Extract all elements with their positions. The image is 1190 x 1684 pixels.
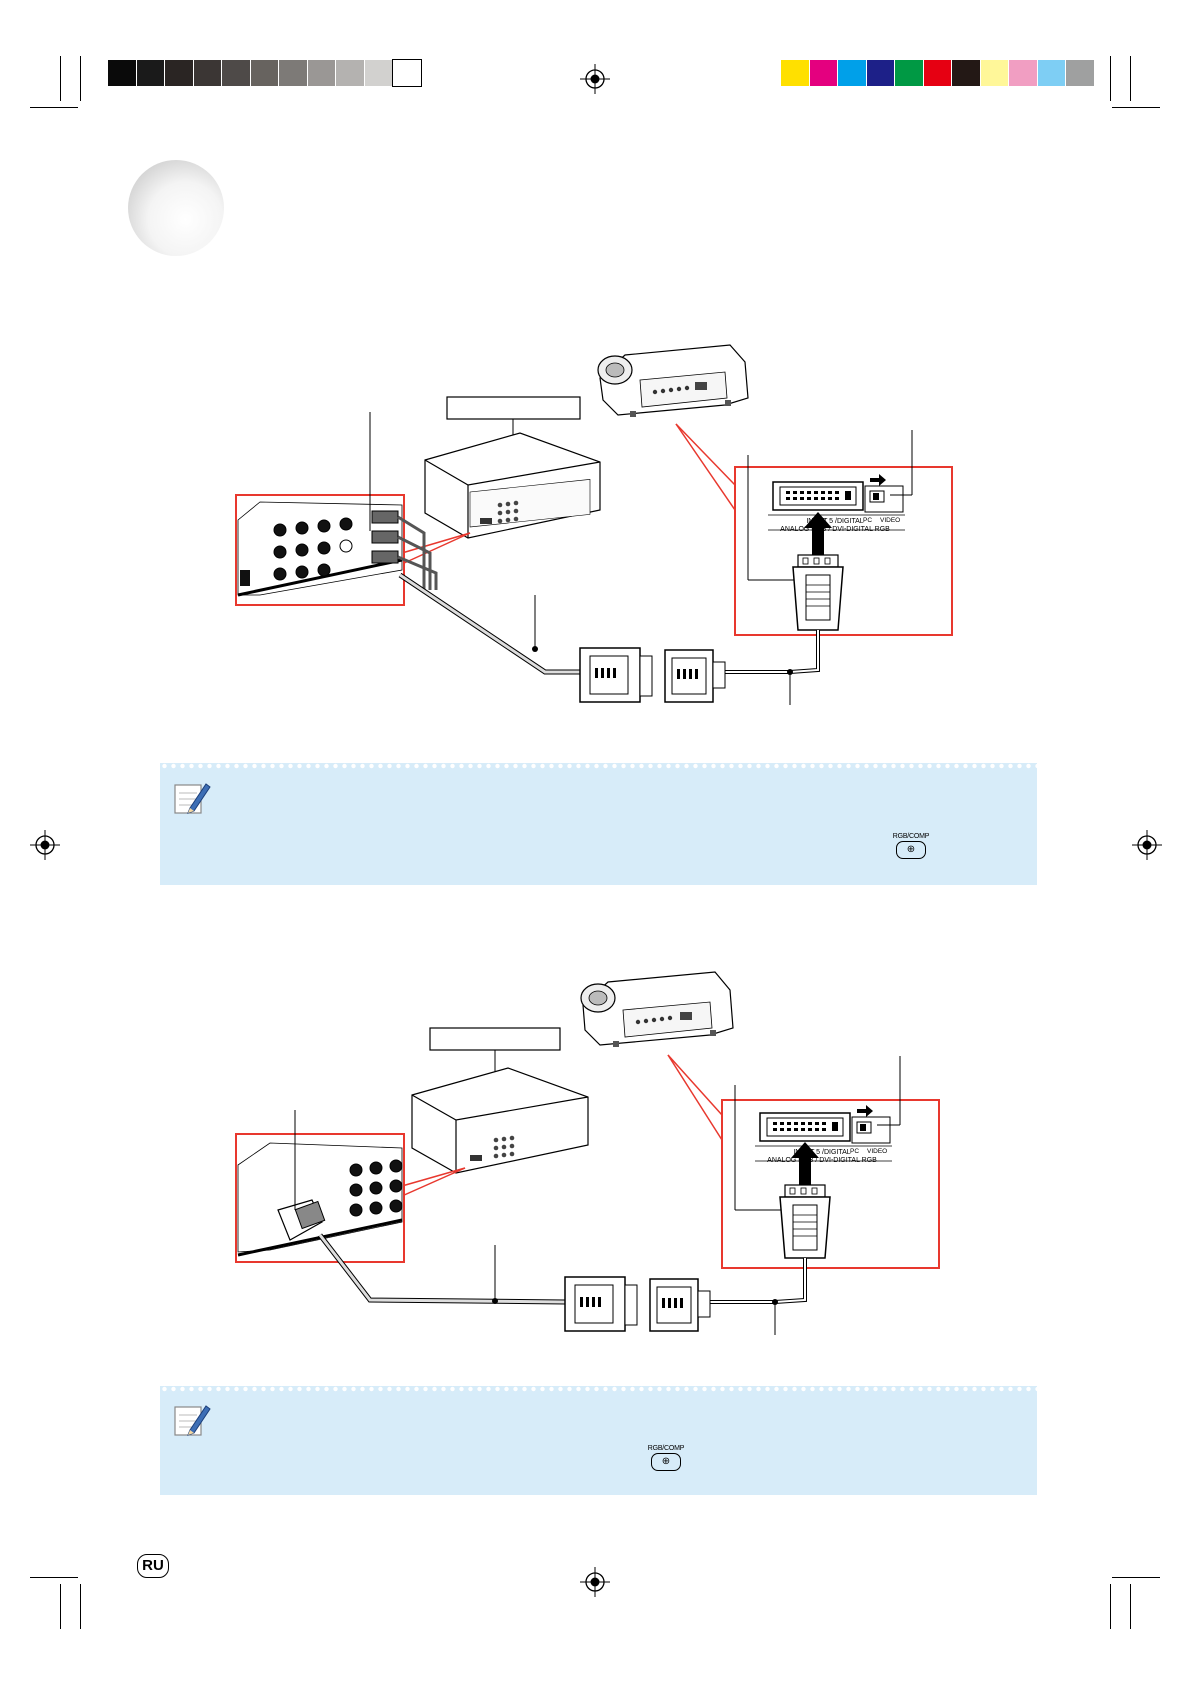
callout-line (675, 423, 736, 511)
computer-illustration-bottom (411, 1067, 589, 1174)
rgb-comp-label: RGB/COMP (647, 1445, 685, 1452)
calibration-swatch (923, 60, 951, 86)
projector-illustration-bottom (580, 971, 734, 1047)
calibration-swatch (1066, 60, 1094, 86)
calibration-swatch (108, 60, 136, 86)
calibration-swatch (364, 60, 392, 86)
rear-panel-jacks-top (237, 501, 403, 597)
note-box-bottom (160, 1386, 1037, 1495)
language-badge: RU (137, 1554, 169, 1578)
switch-pc-label: PC (850, 1148, 859, 1155)
projector-illustration-top (597, 344, 749, 417)
adaptor-connectors-top (579, 647, 726, 703)
pc-video-switch (851, 1105, 891, 1144)
calibration-swatch (781, 60, 809, 86)
dvi-i-terminal (759, 1112, 851, 1142)
calibration-swatch (1009, 60, 1037, 86)
rgb-cable-plug-projector (779, 1184, 831, 1259)
rgb-comp-label: RGB/COMP (892, 833, 930, 840)
registration-mark-top (580, 64, 610, 94)
calibration-swatch (895, 60, 923, 86)
callout-line (675, 423, 736, 486)
switch-video-label: VIDEO (867, 1148, 887, 1155)
calibration-swatch (307, 60, 335, 86)
note-box-top (160, 763, 1037, 885)
calibration-swatch (952, 60, 980, 86)
callout-line (667, 1054, 723, 1141)
pc-video-switch (864, 474, 904, 513)
calibration-swatch (838, 60, 866, 86)
switch-pc-label: PC (863, 517, 872, 524)
calibration-swatch (136, 60, 164, 86)
input-icon: ⊕ (896, 841, 926, 859)
rgb-comp-button-icon: RGB/COMP ⊕ (889, 833, 933, 859)
input-label-line2: ANALOG RGB / DVI-DIGITAL RGB (780, 526, 890, 533)
pencil-note-icon (174, 783, 211, 814)
callout-line (667, 1054, 723, 1116)
input-label-line1: INPUT 5 /DIGITAL (793, 1149, 850, 1156)
calibration-swatch (1037, 60, 1065, 86)
av-device-illustration-top (424, 432, 601, 539)
adaptor-connectors-bottom (564, 1276, 711, 1332)
calibration-swatch (250, 60, 278, 86)
calibration-swatch (809, 60, 837, 86)
rgb-comp-button-icon: RGB/COMP ⊕ (644, 1445, 688, 1471)
input-icon: ⊕ (651, 1453, 681, 1471)
rear-panel-jacks-bottom (237, 1142, 403, 1257)
pencil-note-icon (174, 1405, 211, 1436)
calibration-swatch (165, 60, 193, 86)
registration-mark-bottom (580, 1567, 610, 1597)
input-label-line2: ANALOG RGB / DVI-DIGITAL RGB (767, 1157, 877, 1164)
switch-video-label: VIDEO (880, 517, 900, 524)
calibration-swatch (222, 60, 250, 86)
calibration-swatch (336, 60, 364, 86)
calibration-swatch (866, 60, 894, 86)
calibration-swatch (279, 60, 307, 86)
input-label-line1: INPUT 5 /DIGITAL (806, 518, 863, 525)
component-rca-plugs (371, 510, 438, 590)
calibration-swatch (980, 60, 1008, 86)
calibration-swatch (193, 60, 221, 86)
device-label-box (429, 1027, 561, 1051)
dvi-i-terminal (772, 481, 864, 511)
rgb-cable-plug-projector (792, 554, 844, 631)
registration-mark-left (30, 830, 60, 860)
calibration-swatch (392, 59, 422, 87)
section-heading-bubble (128, 160, 224, 256)
registration-mark-right (1132, 830, 1162, 860)
